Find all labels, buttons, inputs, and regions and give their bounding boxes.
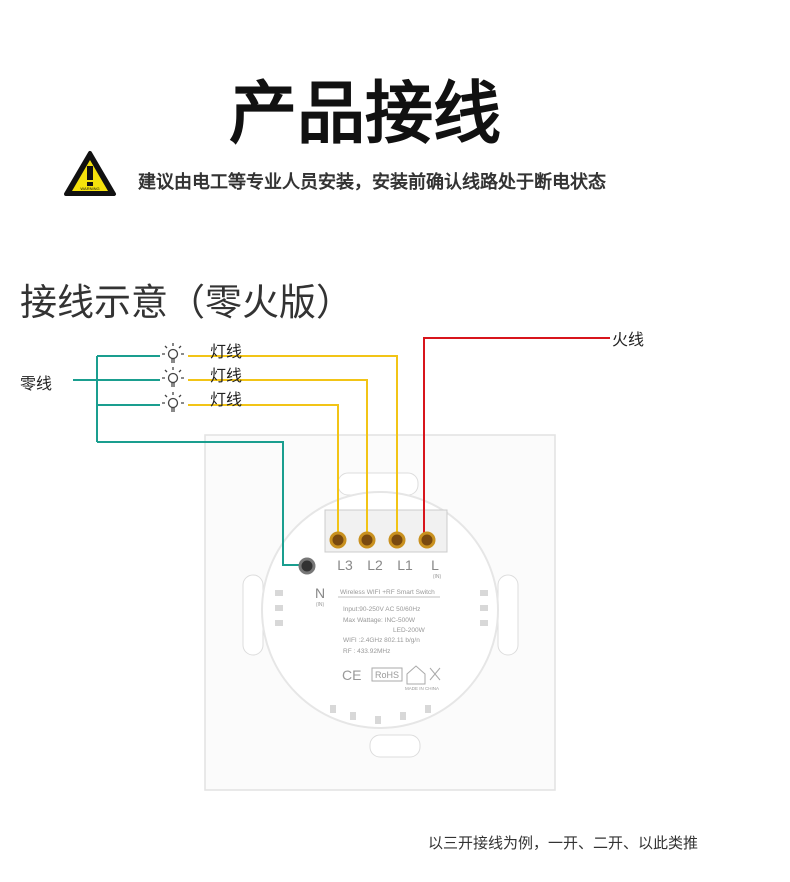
page-title: 产品接线 — [228, 75, 501, 154]
terminal-label: L2 — [367, 557, 383, 573]
home-icon — [406, 665, 426, 685]
label-title: Wireless WIFI +RF Smart Switch — [340, 589, 435, 596]
lamp-label: 灯线 — [210, 342, 243, 361]
warning-icon-text: WARNING — [80, 186, 99, 191]
section-title: 接线示意（零火版） — [20, 281, 353, 324]
neutral-sub-label: (IN) — [316, 602, 325, 608]
terminal-label: L — [431, 557, 439, 573]
spec-line: LED-200W — [393, 627, 426, 634]
made-in-label: MADE IN CHINA — [405, 686, 439, 691]
terminal-sub-label: (IN) — [433, 574, 442, 580]
terminal-label: L3 — [337, 557, 353, 573]
warning-text: 建议由电工等专业人员安装，安装前确认线路处于断电状态 — [138, 172, 606, 193]
rohs-mark: RoHS — [375, 670, 399, 680]
lamp-wires — [188, 355, 398, 538]
ce-mark: CE — [342, 667, 361, 683]
warning-triangle-icon: WARNING — [64, 151, 116, 196]
weee-bin-icon — [429, 667, 441, 681]
spec-line: RF : 433.92MHz — [343, 648, 390, 655]
spec-line: WIFI :2.4GHz 802.11 b/g/n — [343, 637, 420, 644]
terminal-screws — [298, 531, 436, 575]
spec-line: Max Wattage: INC-500W — [343, 617, 416, 624]
bulb-icon — [162, 343, 184, 412]
terminal-label: L1 — [397, 557, 413, 573]
lamp-label: 灯线 — [210, 390, 243, 409]
footer-note: 以三开接线为例，一开、二开、以此类推 — [428, 834, 699, 852]
live-label: 火线 — [612, 330, 645, 349]
neutral-wires — [73, 355, 305, 566]
neutral-terminal-label: N — [315, 585, 325, 601]
live-wire — [423, 337, 610, 538]
neutral-label: 零线 — [20, 374, 53, 393]
lamp-label: 灯线 — [210, 366, 243, 385]
spec-line: Input:90-250V AC 50/60Hz — [343, 606, 420, 613]
